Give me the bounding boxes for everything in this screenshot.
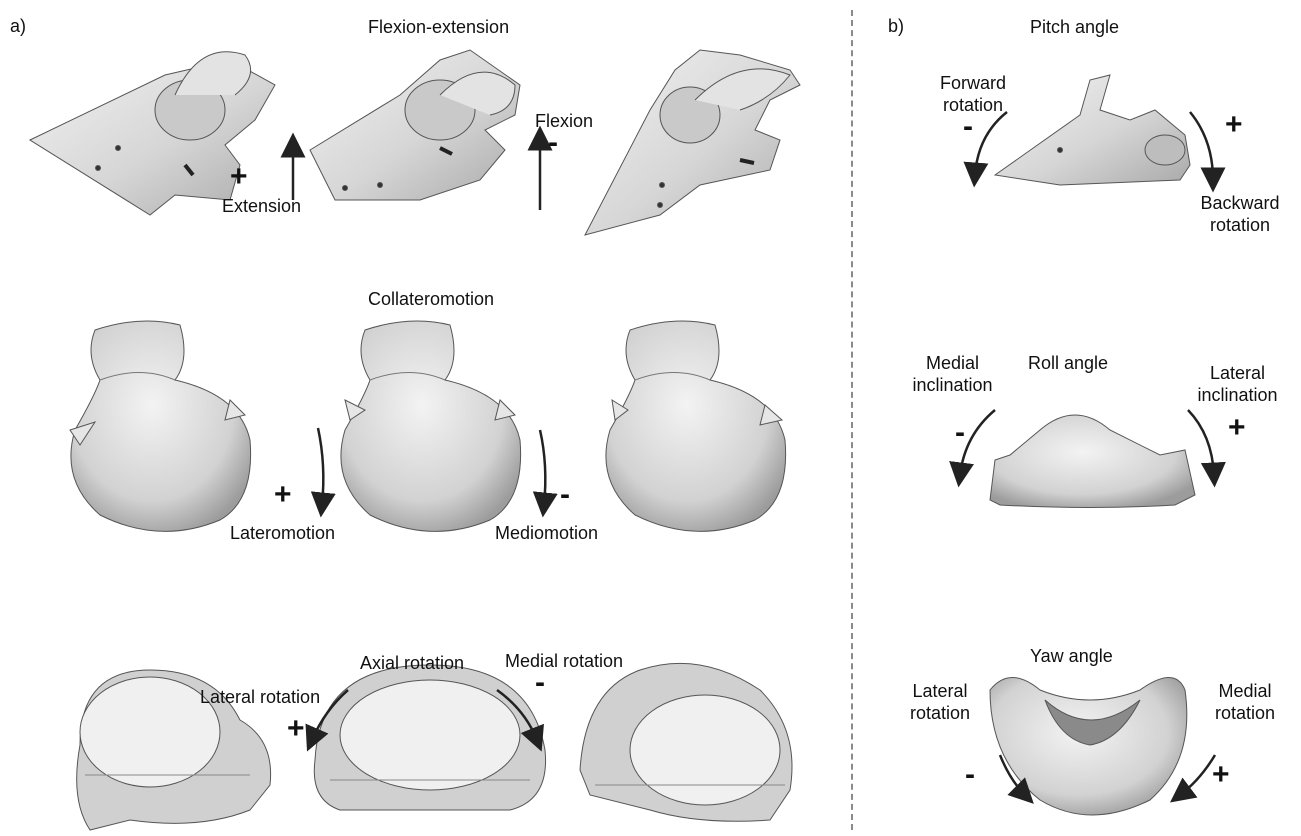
medial-inclination-minus-sign: - — [955, 418, 965, 448]
lateromotion-plus-sign: + — [274, 480, 292, 510]
backward-rotation-plus-sign: + — [1225, 110, 1243, 140]
mediomotion-minus-sign: - — [560, 480, 570, 510]
axial-bone-2 — [314, 665, 545, 810]
lateral-rotation-plus-sign: + — [287, 714, 305, 744]
roll-bone — [990, 415, 1195, 508]
lateromotion-label: Lateromotion — [230, 522, 335, 544]
medial-inclination-label: Medial inclination — [895, 352, 1010, 396]
axial-bone-3 — [580, 663, 792, 821]
lateral-rotation-label: Lateral rotation — [200, 686, 320, 708]
lateral-inclination-arrow — [1188, 410, 1214, 475]
medial-inclination-arrow — [960, 410, 995, 475]
forward-rotation-arrow — [975, 112, 1007, 175]
medial-rotation-minus-sign: - — [535, 668, 545, 698]
extension-label: Extension — [222, 195, 301, 217]
axial-rotation-title: Axial rotation — [360, 652, 464, 674]
yaw-medial-rotation-arrow — [1180, 755, 1215, 795]
roll-angle-title: Roll angle — [1028, 352, 1108, 374]
backward-rotation-arrow — [1190, 112, 1213, 180]
collateromotion-bone-1 — [70, 321, 251, 531]
yaw-lateral-rotation-label: Lateral rotation — [890, 680, 990, 724]
yaw-angle-title: Yaw angle — [1030, 645, 1113, 667]
extension-plus-sign: + — [230, 162, 248, 192]
lateral-inclination-label: Lateral inclination — [1180, 362, 1295, 406]
yaw-bone — [990, 678, 1187, 816]
forward-rotation-label: Forward rotation — [918, 72, 1028, 116]
collateromotion-title: Collateromotion — [368, 288, 494, 310]
mediomotion-arrow — [540, 430, 545, 505]
flexion-minus-sign: - — [548, 128, 558, 158]
yaw-medial-rotation-label: Medial rotation — [1195, 680, 1295, 724]
collateromotion-bone-2 — [341, 321, 521, 531]
flexion-bone-3 — [585, 50, 800, 235]
forward-rotation-minus-sign: - — [963, 112, 973, 142]
backward-rotation-label: Backward rotation — [1185, 192, 1295, 236]
flexion-label: Flexion — [535, 110, 593, 132]
yaw-lateral-minus-sign: - — [965, 760, 975, 790]
mediomotion-label: Mediomotion — [495, 522, 598, 544]
lateromotion-arrow — [318, 428, 323, 505]
flexion-bone-2 — [310, 50, 520, 200]
collateromotion-bone-3 — [606, 321, 786, 531]
medial-rotation-label: Medial rotation — [505, 650, 623, 672]
yaw-medial-plus-sign: + — [1212, 760, 1230, 790]
lateral-inclination-plus-sign: + — [1228, 413, 1246, 443]
